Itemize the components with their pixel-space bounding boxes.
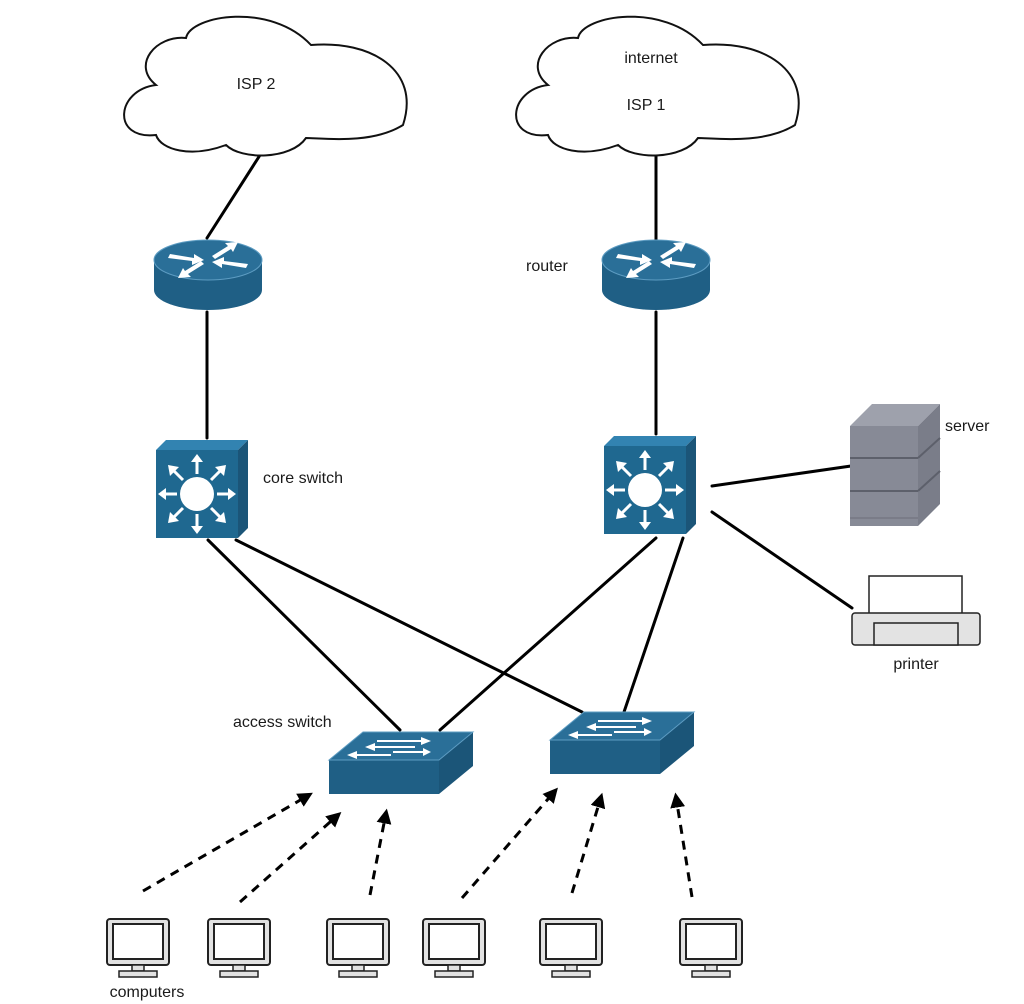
link-core-right-server bbox=[710, 464, 853, 488]
link-core-left-access-left bbox=[206, 538, 402, 732]
cloud-isp1: internet ISP 1 bbox=[515, 15, 800, 157]
cloud-isp2: ISP 2 bbox=[123, 15, 408, 157]
computer-1[interactable] bbox=[106, 918, 170, 978]
link-isp2-router-left bbox=[205, 150, 264, 240]
layer3-switch-icon bbox=[154, 438, 250, 540]
printer-tray bbox=[873, 622, 959, 646]
computer-4[interactable] bbox=[422, 918, 486, 978]
core-switch-right[interactable] bbox=[602, 434, 698, 536]
dashed-arrow-computer-6 bbox=[670, 792, 694, 898]
computer-monitor-icon bbox=[106, 918, 170, 978]
access-switch-right[interactable] bbox=[549, 711, 695, 775]
layer3-switch-icon bbox=[602, 434, 698, 536]
dashed-arrow-computer-1 bbox=[142, 792, 313, 893]
computers-label: computers bbox=[110, 984, 185, 1001]
computer-monitor-icon bbox=[539, 918, 603, 978]
cloud-shape bbox=[515, 15, 800, 157]
link-core-right-access-left bbox=[438, 536, 658, 732]
server-side bbox=[918, 404, 940, 526]
dashed-arrow-computer-4 bbox=[460, 787, 558, 899]
core-switch-label: core switch bbox=[263, 470, 343, 487]
links bbox=[205, 150, 854, 732]
server-front bbox=[850, 426, 918, 526]
dashed-arrow-computer-2 bbox=[239, 812, 342, 904]
access-switch-left[interactable] bbox=[328, 731, 474, 795]
dashed-arrow-computer-5 bbox=[570, 792, 606, 894]
computer-monitor-icon bbox=[326, 918, 390, 978]
link-core-right-printer bbox=[710, 510, 854, 610]
printer-paper bbox=[868, 575, 963, 615]
router-label: router bbox=[526, 258, 568, 275]
computer-monitor-icon bbox=[422, 918, 486, 978]
computer-3[interactable] bbox=[326, 918, 390, 978]
printer[interactable] bbox=[851, 575, 981, 646]
computer-monitor-icon bbox=[679, 918, 743, 978]
router-icon bbox=[153, 239, 263, 311]
cloud-isp2-label: ISP 2 bbox=[237, 76, 276, 93]
server-top bbox=[850, 404, 940, 426]
layer2-switch-icon bbox=[328, 731, 474, 795]
router-left[interactable] bbox=[153, 239, 263, 311]
server[interactable] bbox=[850, 404, 941, 526]
router-right[interactable] bbox=[601, 239, 711, 311]
computer-links bbox=[142, 787, 694, 904]
cloud-isp1-label-internet: internet bbox=[624, 50, 678, 67]
server-label: server bbox=[945, 418, 990, 435]
router-icon bbox=[601, 239, 711, 311]
computer-5[interactable] bbox=[539, 918, 603, 978]
cloud-isp1-label-isp: ISP 1 bbox=[627, 97, 666, 114]
access-switch-label: access switch bbox=[233, 714, 332, 731]
link-core-left-access-right bbox=[234, 538, 584, 714]
dashed-arrow-computer-3 bbox=[368, 808, 392, 896]
computer-monitor-icon bbox=[207, 918, 271, 978]
printer-label: printer bbox=[893, 656, 939, 673]
link-core-right-access-right bbox=[622, 536, 685, 714]
computer-2[interactable] bbox=[207, 918, 271, 978]
core-switch-left[interactable] bbox=[154, 438, 250, 540]
computer-6[interactable] bbox=[679, 918, 743, 978]
layer2-switch-icon bbox=[549, 711, 695, 775]
cloud-shape bbox=[123, 15, 408, 157]
